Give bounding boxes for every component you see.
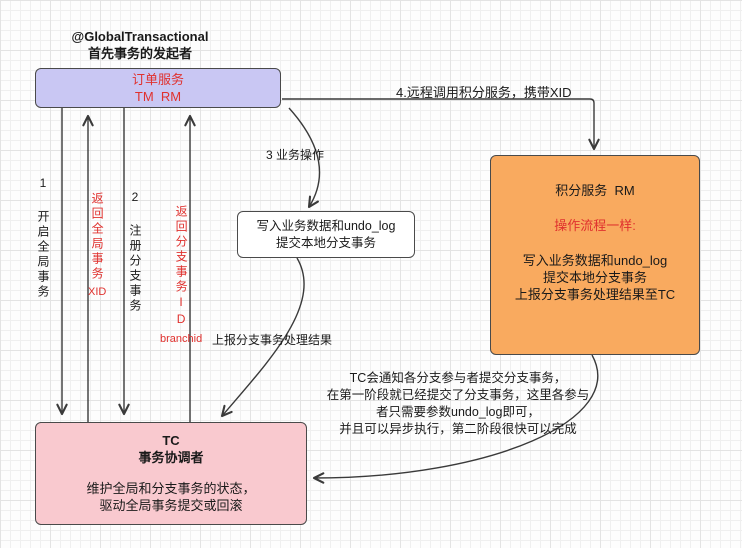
tc-desc-line2: 驱动全局事务提交或回滚 xyxy=(99,498,243,513)
local-branch-line2: 提交本地分支事务 xyxy=(275,235,376,250)
note-line4: 并且可以异步执行，第二阶段很快可以完成 xyxy=(339,422,577,436)
edge-label-register-branch: 2 注册分支事务 xyxy=(128,190,142,314)
register-branch-text: 2 注册分支事务 xyxy=(128,190,142,314)
edge-label-business-op: 3 业务操作 xyxy=(266,148,325,162)
points-service-subtitle: 操作流程一样: xyxy=(554,218,636,233)
order-service-roles: TM RM xyxy=(134,89,182,104)
tc-desc-line1: 维护全局和分支事务的状态， xyxy=(86,481,256,496)
edge-label-open-global: 1 开启全局事务 xyxy=(36,176,50,300)
tc-subtitle: 事务协调者 xyxy=(138,450,204,465)
order-service-title: 订单服务 xyxy=(131,72,184,87)
local-branch-line1: 写入业务数据和undo_log xyxy=(256,218,396,233)
note-tc-commit-explanation: TC会通知各分支参与者提交分支事务， 在第一阶段就已经提交了分支事务，这里各参与… xyxy=(318,370,598,438)
edge-line-remote-call xyxy=(282,98,600,151)
note-line2: 在第一阶段就已经提交了分支事务，这里各参与 xyxy=(326,388,590,402)
edge-label-remote-call: 4.远程调用积分服务，携带XID xyxy=(396,85,572,100)
points-service-step-3: 上报分支事务处理结果至TC xyxy=(514,287,676,302)
edge-label-return-xid: 返回全局事务 XID xyxy=(88,192,106,299)
tc-title: TC xyxy=(162,433,180,448)
node-local-branch: 写入业务数据和undo_log 提交本地分支事务 xyxy=(237,211,415,258)
return-branchid-code: branchid xyxy=(160,333,203,345)
annotation-line1: @GlobalTransactional xyxy=(71,29,209,44)
points-service-step-2: 提交本地分支事务 xyxy=(542,270,647,285)
node-order-service: 订单服务 TM RM xyxy=(35,68,281,108)
return-xid-code: XID xyxy=(88,286,107,298)
points-service-title: 积分服务 RM xyxy=(555,183,635,198)
node-points-service: 积分服务 RM 操作流程一样: 写入业务数据和undo_log 提交本地分支事务… xyxy=(490,155,700,355)
edge-label-return-branchid: 返回分支事务ID branchid xyxy=(160,205,202,346)
annotation-line2: 首先事务的发起者 xyxy=(87,46,192,61)
note-line3: 者只需要参数undo_log即可， xyxy=(376,405,540,419)
return-xid-text: 返回全局事务 xyxy=(90,192,105,282)
annotation-global-transactional: @GlobalTransactional 首先事务的发起者 xyxy=(35,28,245,62)
note-line1: TC会通知各分支参与者提交分支事务， xyxy=(349,371,567,385)
return-branchid-text: 返回分支事务ID xyxy=(174,205,189,329)
points-service-step-1: 写入业务数据和undo_log xyxy=(522,253,668,268)
edge-label-report-result: 上报分支事务处理结果 xyxy=(212,333,333,347)
node-tc: TC 事务协调者 维护全局和分支事务的状态， 驱动全局事务提交或回滚 xyxy=(35,422,307,525)
open-global-text: 1 开启全局事务 xyxy=(36,176,50,300)
